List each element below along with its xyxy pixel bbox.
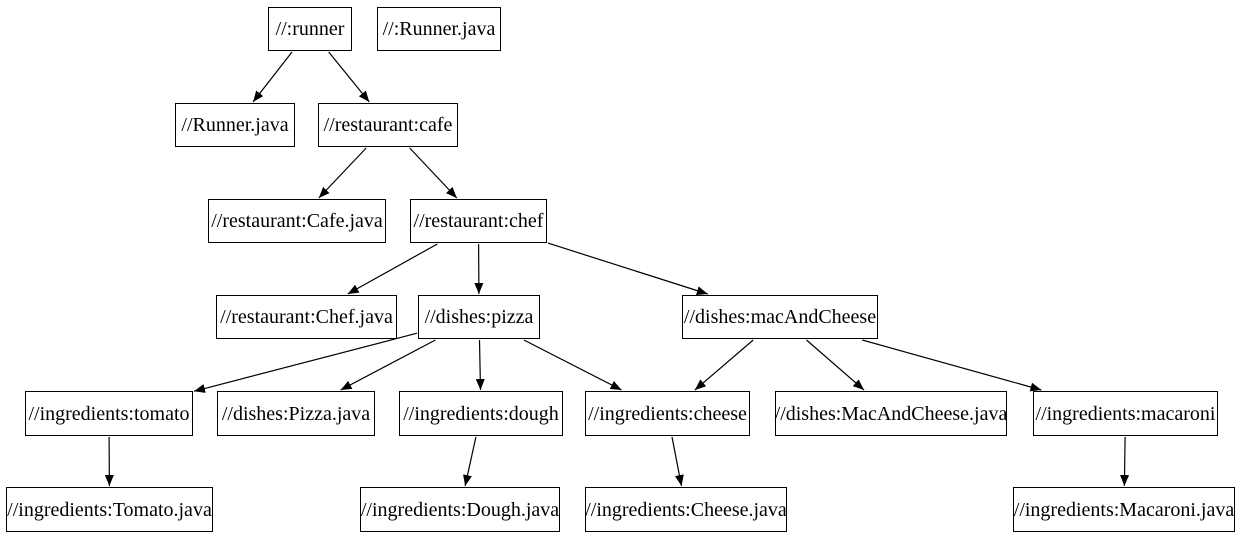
edge-runner-cafe xyxy=(328,51,370,103)
graph-node-tomato: //ingredients:tomato xyxy=(25,391,193,436)
edge-cafe-chef xyxy=(409,147,458,199)
graph-node-macaroni-java: //ingredients:Macaroni.java xyxy=(1013,487,1235,532)
edge-pizza-cheese xyxy=(523,339,622,391)
graph-node-pizza-java: //dishes:Pizza.java xyxy=(217,391,375,436)
graph-node-cafe: //restaurant:cafe xyxy=(318,103,458,147)
graph-node-chef: //restaurant:chef xyxy=(410,199,547,243)
graph-node-dough-java: //ingredients:Dough.java xyxy=(360,487,560,532)
edge-pizza-tomato xyxy=(193,332,418,393)
edge-cafe-cafe-java xyxy=(318,147,367,199)
graph-node-pizza: //dishes:pizza xyxy=(418,295,540,339)
edge-cheese-cheese-java xyxy=(671,436,684,487)
graph-node-mac-and-cheese: //dishes:macAndCheese xyxy=(682,295,878,339)
graph-node-dough: //ingredients:dough xyxy=(399,391,563,436)
edge-dough-dough-java xyxy=(463,436,477,487)
edge-pizza-pizza-java xyxy=(340,339,436,391)
edge-chef-chef-java xyxy=(347,243,438,295)
edge-chef-mac-and-cheese xyxy=(547,242,708,295)
graph-node-cheese: //ingredients:cheese xyxy=(585,391,750,436)
graph-node-macaroni: //ingredients:macaroni xyxy=(1033,391,1218,436)
edge-pizza-dough xyxy=(475,339,485,391)
edge-macaroni-macaroni-java xyxy=(1120,436,1130,487)
graph-node-cafe-java: //restaurant:Cafe.java xyxy=(208,199,386,243)
graph-node-runner-java-label: //:Runner.java xyxy=(377,7,501,51)
edge-mac-and-cheese-macaroni xyxy=(862,339,1042,392)
graph-node-tomato-java: //ingredients:Tomato.java xyxy=(6,487,213,532)
graph-node-cheese-java: //ingredients:Cheese.java xyxy=(585,487,787,532)
edge-mac-and-cheese-cheese xyxy=(694,339,754,391)
edge-runner-runner-java-file xyxy=(252,51,293,103)
graph-node-runner: //:runner xyxy=(268,7,352,51)
graph-node-runner-java-file: //Runner.java xyxy=(175,103,295,147)
edge-mac-and-cheese-mac-and-cheese-java xyxy=(806,339,865,391)
graph-node-mac-and-cheese-java: //dishes:MacAndCheese.java xyxy=(775,391,1007,436)
graph-node-chef-java: //restaurant:Chef.java xyxy=(216,295,397,339)
